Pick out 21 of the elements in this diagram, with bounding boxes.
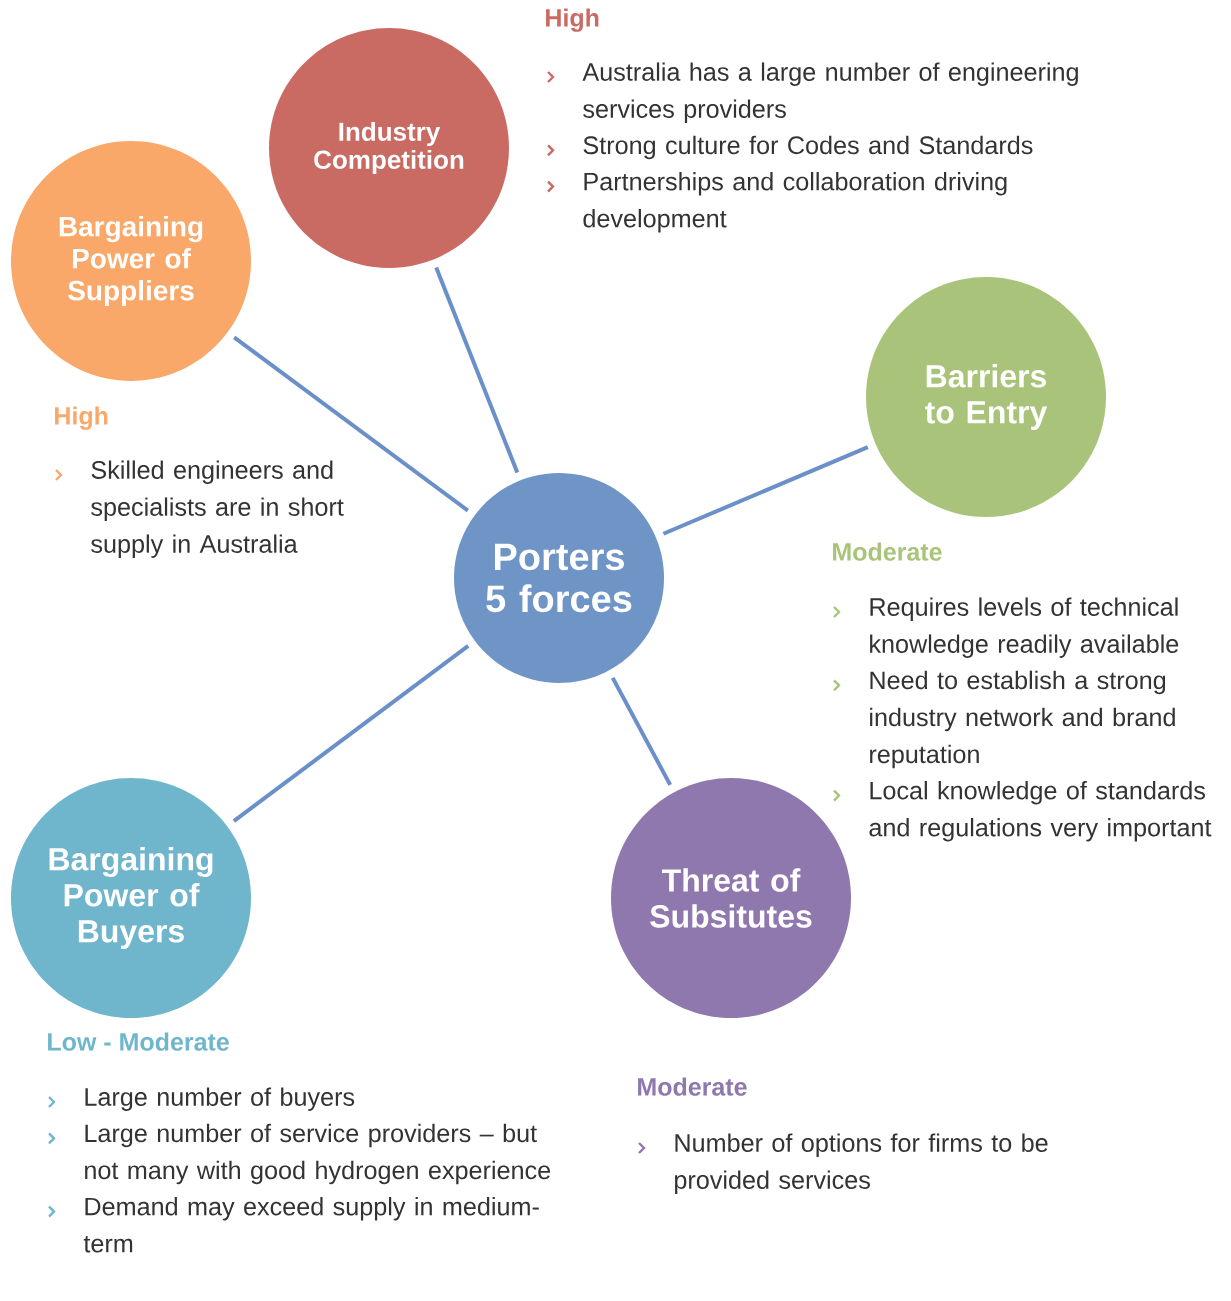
- rating-heading: Moderate: [833, 542, 942, 561]
- bullet-text: Local knowledge of standards and regulations very important: [869, 781, 1212, 842]
- rating-heading: High: [546, 8, 599, 32]
- bullet-text: Skilled engineers and specialists are in short supply in Australia: [91, 460, 344, 558]
- connector-line: [610, 676, 672, 786]
- bullet-text: Large number of service providers – but not many with good hydrogen experience: [85, 1123, 551, 1185]
- bullet-text: Strong culture for Codes and Standards: [583, 135, 1033, 160]
- rating-heading: High: [55, 406, 108, 430]
- bullet-text: Need to establish a strong industry network and brand reputation: [870, 670, 1175, 769]
- bullet-text: Partnerships and collaboration driving development: [583, 172, 1007, 233]
- connector-line: [434, 266, 520, 474]
- bullet-text: Demand may exceed supply in medium-term: [83, 1197, 539, 1253]
- bullet-text: Large number of buyers: [85, 1087, 355, 1111]
- bullet-text: Australia has a large number of engineering services providers: [582, 62, 1078, 123]
- connector-line: [233, 335, 470, 513]
- bullet-text: Number of options for firms to be provided services: [675, 1133, 1048, 1194]
- connector-line: [662, 445, 869, 536]
- rating-heading: Moderate: [638, 1077, 747, 1096]
- rating-heading: Low - Moderate: [48, 1032, 229, 1051]
- bullet-text: Requires levels of technical knowledge readily available: [870, 597, 1179, 658]
- connector-line: [232, 644, 470, 823]
